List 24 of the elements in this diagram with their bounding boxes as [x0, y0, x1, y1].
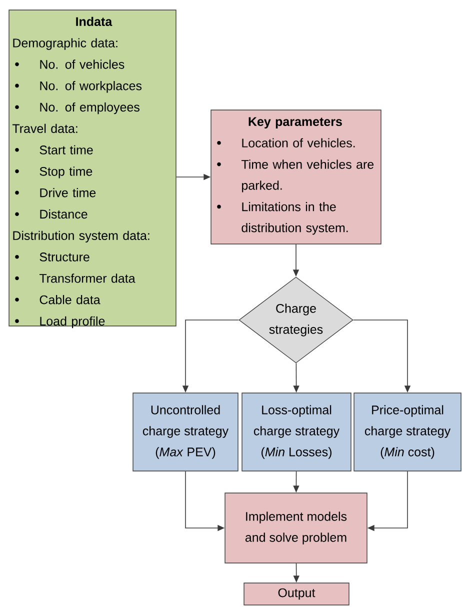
section-label: Travel data: [12, 124, 78, 134]
list-item: Load profile [40, 316, 105, 328]
list-item: No. of workplaces [40, 81, 142, 93]
list-item: No. of vehicles [40, 60, 124, 69]
strategy-box: Uncontrolled charge strategy (Max PEV) [132, 392, 238, 472]
list-item: Location of vehicles. [242, 138, 355, 148]
list-item: Drive time [40, 188, 96, 198]
list-item: Transformer data [39, 274, 136, 283]
list-item: Cable data [40, 295, 100, 304]
list-item: No. of employees [40, 102, 140, 114]
list-item: Stop time [40, 166, 92, 178]
section-label: Demographic data: [13, 38, 118, 50]
list-item: Limitations in the distribution system. [242, 202, 348, 235]
section-label: Distribution system data: [13, 230, 150, 242]
list-item: Time when vehicles are parked. [241, 160, 374, 192]
heading: Key parameters [248, 117, 342, 128]
list-item: Distance [40, 209, 88, 219]
list-item: Start time [40, 145, 93, 154]
output-box: Output [244, 582, 350, 606]
heading: Indata [76, 16, 112, 26]
strategy-box: Loss-optimal charge strategy (Min Losses) [242, 392, 352, 472]
strategy-box: Price-optimal charge strategy (Min cost) [354, 392, 462, 472]
list-item: Structure [40, 252, 90, 262]
process-box: Implement models and solve problem [224, 492, 368, 564]
